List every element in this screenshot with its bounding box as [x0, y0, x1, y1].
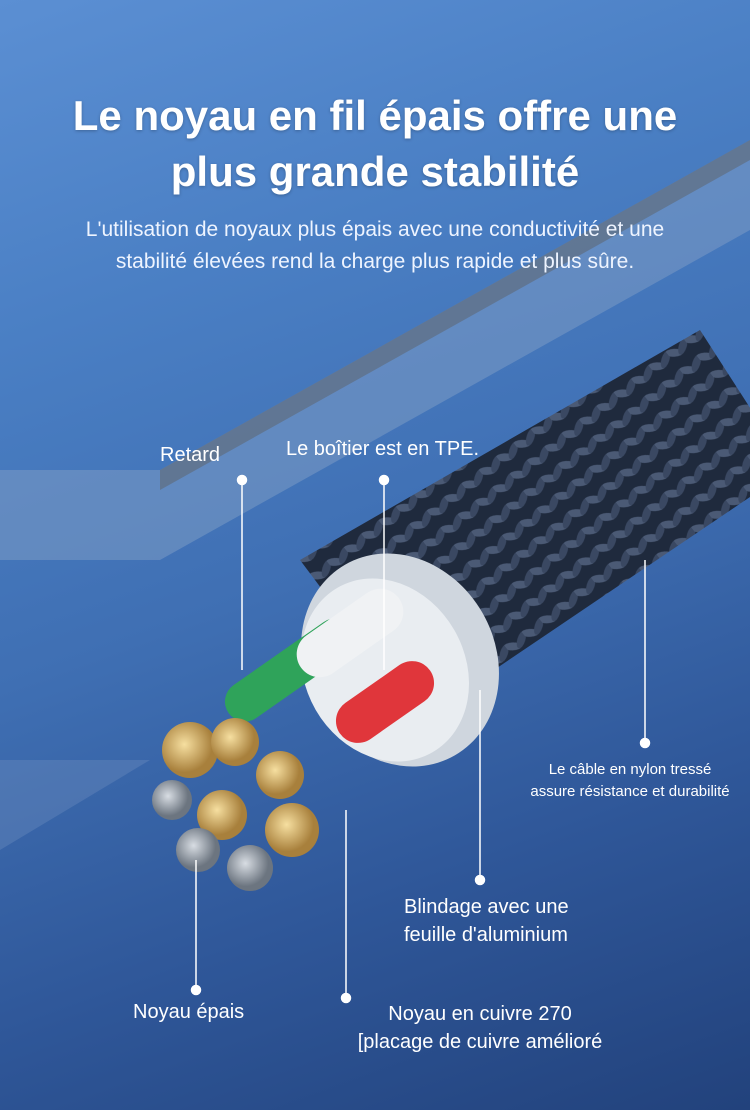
subtitle-line-1: L'utilisation de noyaux plus épais avec …	[85, 218, 665, 241]
shield-line-2: feuille d'aluminium	[404, 924, 568, 946]
headline-title: Le noyau en fil épais offre une plus gra…	[0, 88, 750, 200]
shield-line-1: Blindage avec une	[404, 896, 569, 918]
title-line-1: Le noyau en fil épais offre une	[72, 92, 678, 139]
subtitle-line-2: stabilité élevées rend la charge plus ra…	[115, 250, 635, 273]
callout-shield: Blindage avec une feuille d'aluminium	[404, 893, 569, 949]
callout-retard: Retard	[160, 444, 221, 466]
callout-thick-core: Noyau épais	[133, 1001, 245, 1023]
copper-line-2: [placage de cuivre amélioré	[357, 1031, 603, 1053]
callout-nylon: Le câble en nylon tressé assure résistan…	[490, 759, 750, 803]
platform-lower	[0, 760, 150, 850]
headline-subtitle: L'utilisation de noyaux plus épais avec …	[0, 214, 750, 278]
callout-copper: Noyau en cuivre 270 [placage de cuivre a…	[330, 1000, 630, 1056]
callout-housing: Le boîtier est en TPE.	[286, 438, 480, 460]
copper-line-1: Noyau en cuivre 270	[388, 1003, 572, 1025]
nylon-line-1: Le câble en nylon tressé	[548, 761, 712, 778]
wire-white	[296, 588, 404, 678]
platform-edge	[160, 140, 750, 490]
wire-red	[335, 661, 435, 743]
title-line-2: plus grande stabilité	[170, 148, 580, 195]
copper-cores	[152, 718, 319, 891]
nylon-line-2: assure résistance et durabilité	[530, 783, 730, 800]
callout-lines	[190, 474, 651, 1004]
